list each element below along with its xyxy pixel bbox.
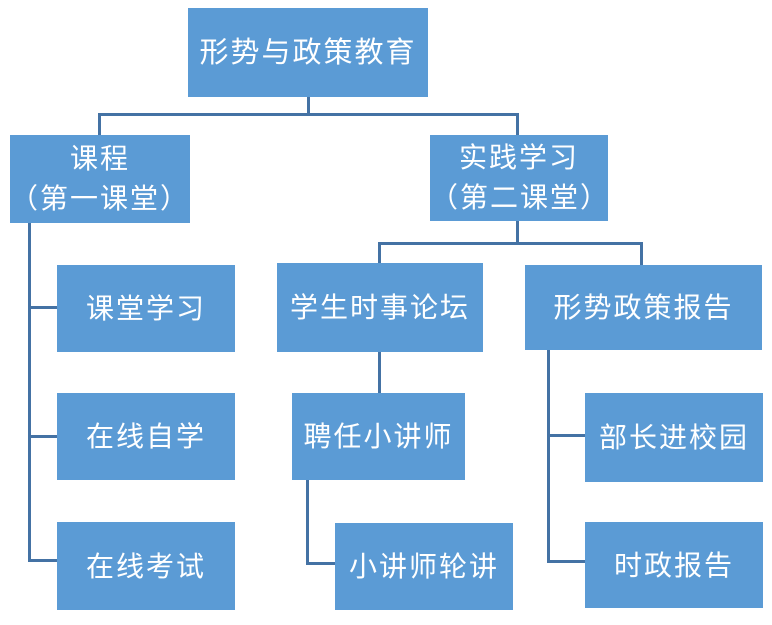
node-politics-report: 时政报告: [585, 522, 763, 608]
connector-practice-stub: [516, 221, 519, 244]
node-course: 课程 （第一课堂）: [10, 135, 190, 223]
connector-forum-to-hire: [378, 352, 381, 393]
connector-report-trunk: [547, 350, 550, 563]
connector-drop-practice: [516, 113, 519, 135]
connector-to-self-study: [28, 435, 57, 438]
connector-drop-student-forum: [378, 242, 381, 263]
node-root: 形势与政策教育: [188, 8, 428, 97]
connector-to-minister: [547, 434, 585, 437]
connector-to-politics: [547, 560, 585, 563]
node-online-self-study: 在线自学: [57, 393, 235, 480]
connector-to-classroom: [28, 306, 57, 309]
connector-to-rotation: [306, 562, 335, 565]
node-student-forum-label: 学生时事论坛: [289, 291, 470, 324]
connector-root-branch: [98, 113, 519, 116]
connector-course-trunk: [28, 223, 31, 562]
connector-hire-trunk: [306, 480, 309, 565]
node-classroom-learning: 课堂学习: [57, 265, 235, 352]
node-practice: 实践学习 （第二课堂）: [430, 135, 608, 221]
node-lecturer-rotation-label: 小讲师轮讲: [348, 550, 499, 583]
node-root-label: 形势与政策教育: [199, 35, 417, 70]
node-policy-report-label: 形势政策报告: [553, 291, 734, 324]
node-minister-campus: 部长进校园: [585, 393, 763, 482]
node-hire-lecturers-label: 聘任小讲师: [303, 420, 454, 453]
connector-drop-course: [98, 113, 101, 135]
node-policy-report: 形势政策报告: [525, 265, 762, 350]
node-hire-lecturers: 聘任小讲师: [292, 393, 465, 480]
connector-to-exam: [28, 559, 57, 562]
node-classroom-learning-label: 课堂学习: [85, 292, 206, 325]
connector-practice-branch: [378, 242, 643, 245]
node-minister-campus-label: 部长进校园: [598, 421, 749, 454]
node-online-exam-label: 在线考试: [85, 549, 206, 583]
node-online-self-study-label: 在线自学: [85, 420, 206, 453]
node-course-label-line2: （第一课堂）: [10, 182, 191, 215]
node-student-forum: 学生时事论坛: [277, 263, 483, 352]
node-practice-label-line1: 实践学习: [458, 141, 579, 174]
node-practice-label-line2: （第二课堂）: [430, 181, 611, 214]
connector-root-stub: [307, 97, 310, 116]
node-course-label-line1: 课程: [69, 142, 130, 175]
node-online-exam: 在线考试: [57, 522, 235, 610]
node-lecturer-rotation: 小讲师轮讲: [335, 523, 513, 610]
node-politics-report-label: 时政报告: [613, 548, 734, 582]
connector-drop-policy-report: [640, 242, 643, 265]
